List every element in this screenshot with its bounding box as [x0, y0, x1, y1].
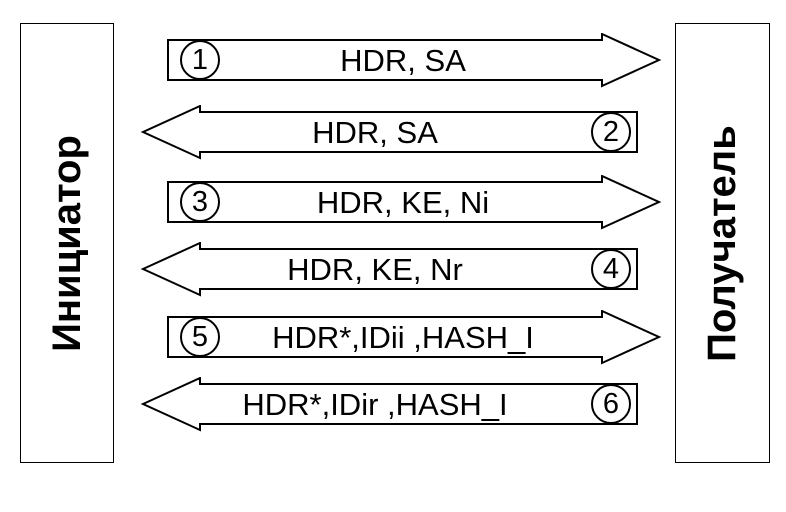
step-badge-1: 1	[180, 40, 220, 80]
message-label-2: HDR, SA	[312, 115, 438, 150]
step-badge-5: 5	[180, 317, 220, 357]
arrow-left-4	[140, 242, 638, 297]
arrow-right-1	[167, 33, 662, 88]
message-row-3: 3 HDR, KE, Ni	[0, 175, 786, 230]
message-label-3: HDR, KE, Ni	[316, 185, 490, 220]
arrow-left-2	[140, 105, 638, 160]
step-badge-6: 6	[591, 384, 631, 424]
message-row-6: 6 HDR*,IDir ,HASH_I	[0, 377, 786, 432]
step-badge-2: 2	[591, 112, 631, 152]
arrow-right-3	[167, 175, 662, 230]
message-row-2: 2 HDR, SA	[0, 105, 786, 160]
message-label-6: HDR*,IDir ,HASH_I	[242, 387, 508, 422]
message-row-4: 4 HDR, KE, Nr	[0, 242, 786, 297]
arrow-left-6	[140, 377, 638, 432]
message-row-1: 1 HDR, SA	[0, 33, 786, 88]
step-badge-4: 4	[591, 249, 631, 289]
arrow-right-5	[167, 310, 662, 365]
step-badge-3: 3	[180, 182, 220, 222]
party-box-responder: Получатель	[675, 23, 770, 463]
message-label-1: HDR, SA	[340, 43, 466, 78]
message-label-5: HDR*,IDii ,HASH_I	[272, 320, 534, 355]
message-label-4: HDR, KE, Nr	[287, 252, 463, 287]
party-box-initiator: Инициатор	[20, 23, 114, 463]
message-row-5: 5 HDR*,IDii ,HASH_I	[0, 310, 786, 365]
